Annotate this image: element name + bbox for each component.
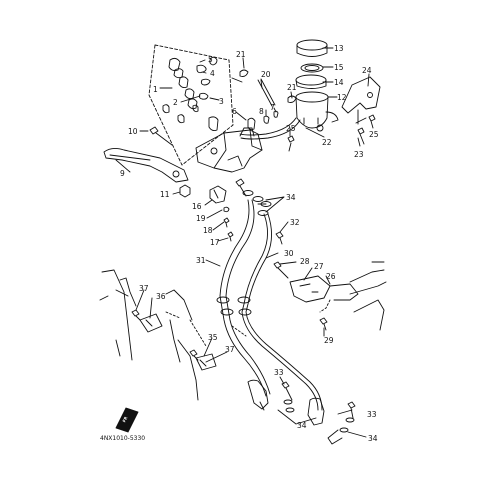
svg-text:FR: FR: [121, 416, 128, 423]
callout-20: 20: [261, 70, 271, 79]
callout-12: 12: [337, 93, 347, 102]
callout-8: 8: [259, 107, 264, 116]
brake-hose-1: [216, 199, 271, 410]
callout-34c: 34: [368, 434, 378, 443]
callout-10: 10: [128, 127, 138, 136]
copper-washer: [242, 190, 254, 196]
callout-27: 27: [314, 262, 324, 271]
callout-5: 5: [208, 55, 213, 64]
callout-13: 13: [334, 44, 344, 53]
hose-holder: [139, 313, 163, 333]
callout-33a: 33: [274, 368, 284, 377]
leader-lines: [115, 47, 370, 438]
callout-3: 3: [219, 97, 224, 106]
callout-23: 23: [354, 150, 364, 159]
callout-35: 35: [208, 333, 218, 342]
callout-2: 2: [173, 98, 178, 107]
hose-holder-bracket: [289, 275, 331, 303]
reservoir-assembly: [295, 39, 339, 129]
callout-24: 24: [362, 66, 372, 75]
screw: [223, 217, 230, 228]
callout-9: 9: [120, 169, 125, 178]
callout-28: 28: [300, 257, 310, 266]
callout-16: 16: [192, 202, 202, 211]
callout-14: 14: [334, 78, 344, 87]
callout-21b: 21: [287, 83, 297, 92]
callout-34a: 34: [286, 193, 296, 202]
callout-33b: 33: [367, 410, 377, 419]
callout-31: 31: [196, 256, 206, 265]
screw: [357, 127, 365, 145]
seal-ring: [209, 56, 218, 66]
callout-25a: 25: [286, 124, 296, 133]
bolt: [273, 261, 289, 279]
bolt: [189, 349, 199, 361]
hose-holder: [195, 353, 217, 371]
brake-hose-2: [237, 213, 325, 426]
fork-leg-outline: [115, 277, 137, 357]
bracket-plate: [329, 283, 359, 301]
reservoir-hose: [239, 117, 297, 136]
hose-clip: [287, 95, 297, 103]
pivot-bolt: [149, 126, 173, 146]
callout-32: 32: [290, 218, 300, 227]
fork-leg-outline: [165, 289, 199, 401]
callout-7: 7: [270, 103, 275, 112]
washer: [223, 206, 230, 213]
master-cylinder-body: [195, 127, 263, 173]
banjo-bolt: [281, 381, 293, 401]
spring: [196, 64, 211, 100]
callout-25b: 25: [369, 130, 379, 139]
callout-18: 18: [203, 226, 213, 235]
callout-29: 29: [324, 336, 334, 345]
hose-clip: [231, 69, 249, 83]
callout-26: 26: [326, 272, 336, 281]
brake-switch: [209, 185, 227, 204]
fork-leg-outline: [169, 319, 181, 363]
callout-22: 22: [322, 138, 332, 147]
banjo-bolt: [347, 401, 356, 419]
union-bolt: [235, 178, 247, 197]
callout-11: 11: [160, 190, 170, 199]
callout-36: 36: [156, 292, 166, 301]
callout-21a: 21: [236, 50, 246, 59]
screw: [275, 231, 284, 245]
callout-17: 17: [210, 238, 220, 247]
hose-joint-pin: [257, 78, 276, 107]
callout-15: 15: [334, 63, 344, 72]
callout-37b: 37: [225, 345, 235, 354]
fork-outline: [353, 261, 385, 331]
callout-30: 30: [284, 249, 294, 258]
callout-37a: 37: [139, 284, 149, 293]
copper-washer: [252, 196, 264, 202]
lock-nut: [179, 184, 191, 198]
copper-washer: [257, 210, 269, 216]
callout-19: 19: [196, 214, 206, 223]
bolt: [131, 309, 141, 321]
callout-6: 6: [232, 107, 237, 116]
pipe: [349, 269, 387, 295]
diagram-code: 4NX1010-5330: [100, 435, 145, 442]
screw: [227, 231, 234, 242]
fork-leg-outline: [99, 269, 133, 361]
bolt: [319, 317, 328, 331]
screw: [368, 114, 376, 129]
callout-4: 4: [210, 69, 215, 78]
callout-34b: 34: [297, 421, 307, 430]
front-arrow-icon: FR: [115, 407, 139, 433]
screw: [287, 135, 295, 152]
callout-1: 1: [153, 85, 158, 94]
circlip: [263, 115, 270, 124]
brake-lever: [103, 147, 189, 183]
